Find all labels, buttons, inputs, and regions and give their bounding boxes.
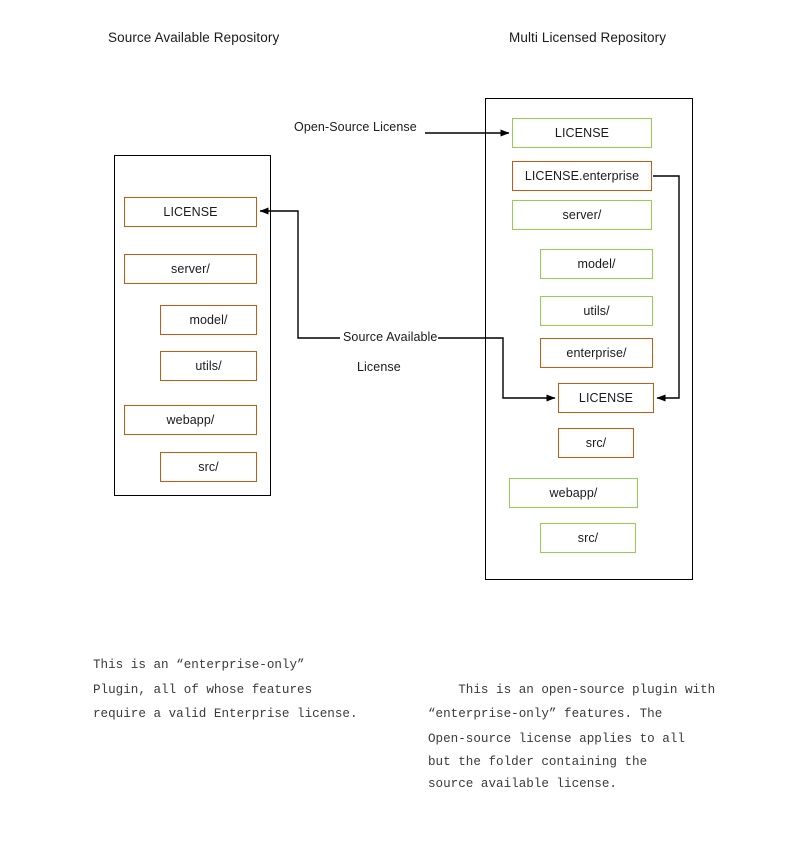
left-item-server[interactable]: server/ <box>124 254 257 284</box>
right-repo-title: Multi Licensed Repository <box>509 30 667 45</box>
left-repo-title: Source Available Repository <box>108 30 280 45</box>
left-item-utils[interactable]: utils/ <box>160 351 257 381</box>
diagram-canvas: Source Available Repository Multi Licens… <box>93 30 715 791</box>
right-caption-part1: This is an open-source plugin with “ente… <box>428 682 716 746</box>
right-item-webapp[interactable]: webapp/ <box>509 478 638 508</box>
right-item-webapp-src[interactable]: src/ <box>540 523 636 553</box>
right-item-model[interactable]: model/ <box>540 249 653 279</box>
right-item-server[interactable]: server/ <box>512 200 652 230</box>
right-item-enterprise-license[interactable]: LICENSE <box>558 383 654 413</box>
right-item-enterprise-src[interactable]: src/ <box>558 428 634 458</box>
left-caption: This is an “enterprise-only” Plugin, all… <box>93 658 358 721</box>
label-source-available-line2: License <box>357 360 401 374</box>
label-open-source-license: Open-Source License <box>294 120 417 134</box>
label-source-available-line1: Source Available <box>343 330 438 344</box>
left-item-src[interactable]: src/ <box>160 452 257 482</box>
right-item-utils[interactable]: utils/ <box>540 296 653 326</box>
left-item-license[interactable]: LICENSE <box>124 197 257 227</box>
arrow-source-available-to-left-license <box>259 207 340 339</box>
left-item-webapp[interactable]: webapp/ <box>124 405 257 435</box>
right-item-license-enterprise[interactable]: LICENSE.enterprise <box>512 161 652 191</box>
right-item-enterprise[interactable]: enterprise/ <box>540 338 653 368</box>
left-item-model[interactable]: model/ <box>160 305 257 335</box>
right-caption-part2: but the folder containing the source ava… <box>428 755 648 791</box>
right-item-license[interactable]: LICENSE <box>512 118 652 148</box>
right-caption: This is an open-source plugin with “ente… <box>428 653 715 844</box>
